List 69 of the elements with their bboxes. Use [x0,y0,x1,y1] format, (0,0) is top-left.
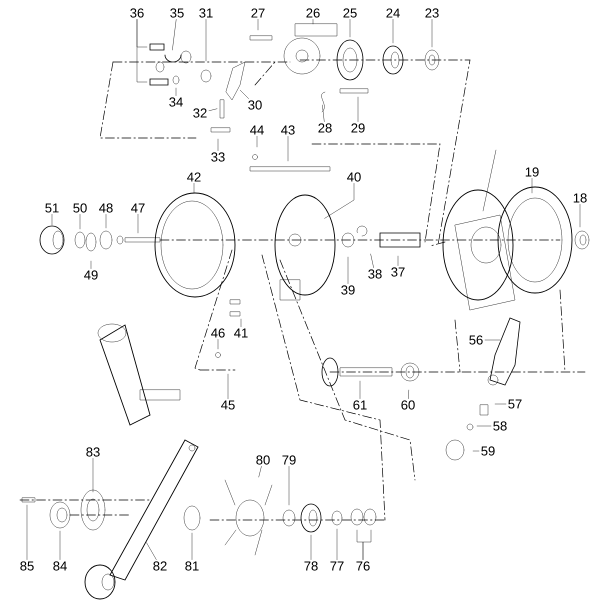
callout-number: 81 [185,561,199,571]
leader-line [336,528,338,560]
callout-number: 44 [250,126,264,134]
callout-number: 83 [86,447,100,457]
leader-line [322,104,324,122]
callout-number: 58 [493,421,507,431]
callout-number: 80 [256,455,270,465]
callout-number: 76 [356,561,370,571]
callout-number: 82 [153,561,167,571]
leader-line [146,542,157,560]
callout-number: 28 [318,123,332,133]
leader-line [256,136,258,148]
leader-line [240,90,249,99]
leader-line [258,466,262,478]
callout-number: 43 [281,125,295,135]
callout-number: 79 [282,455,296,465]
callout-number: 78 [304,561,318,571]
callout-number: 38 [368,269,382,279]
callout-number: 56 [469,335,483,345]
callout-number: 49 [84,270,98,280]
callout-number: 39 [341,285,355,295]
callout-number: 51 [45,203,59,213]
callout-number: 24 [386,8,400,18]
leader-line [408,390,410,399]
callout-number: 61 [353,400,367,410]
callout-number: 46 [211,328,225,338]
callout-number: 30 [248,100,262,110]
callout-number: 23 [425,8,439,18]
callout-number: 35 [170,8,184,18]
leader-line [370,254,374,268]
callout-number: 41 [234,328,248,338]
leader-line [136,19,148,82]
leader-line [240,318,242,328]
leader-line [472,450,480,452]
leader-line [90,260,92,269]
leader-line [208,108,218,111]
leader-line [324,183,354,219]
callout-number: 85 [20,561,34,571]
leader-line [172,19,176,50]
callout-number: 33 [211,152,225,162]
callout-number: 29 [351,123,365,133]
leader-line [392,19,394,44]
callout-number: 26 [306,8,320,18]
callout-number: 77 [330,562,344,570]
callout-number: 32 [193,108,207,118]
callout-number: 45 [221,400,235,410]
callout-number: 84 [53,561,67,571]
callout-number: 47 [131,204,145,212]
callout-number: 31 [199,8,213,18]
callout-number: 50 [73,203,87,213]
callout-number: 25 [343,8,357,18]
callout-number: 34 [169,97,183,107]
callout-number: 48 [99,203,113,213]
callout-number: 19 [526,167,539,177]
leader-line [26,504,28,560]
leader-line [288,466,290,506]
callout-number: 42 [187,172,201,182]
callout-number: 40 [347,172,361,182]
leader-line [362,530,372,560]
leader-line [312,19,314,24]
callout-number: 36 [130,8,144,18]
callout-number: 57 [508,399,522,409]
callout-number: 59 [481,446,495,456]
callout-number: 60 [401,400,415,410]
callout-number: 27 [251,8,265,18]
callout-number: 18 [574,193,587,203]
leader-line [310,534,312,560]
callout-number: 37 [391,267,405,277]
leader-line [92,458,94,492]
